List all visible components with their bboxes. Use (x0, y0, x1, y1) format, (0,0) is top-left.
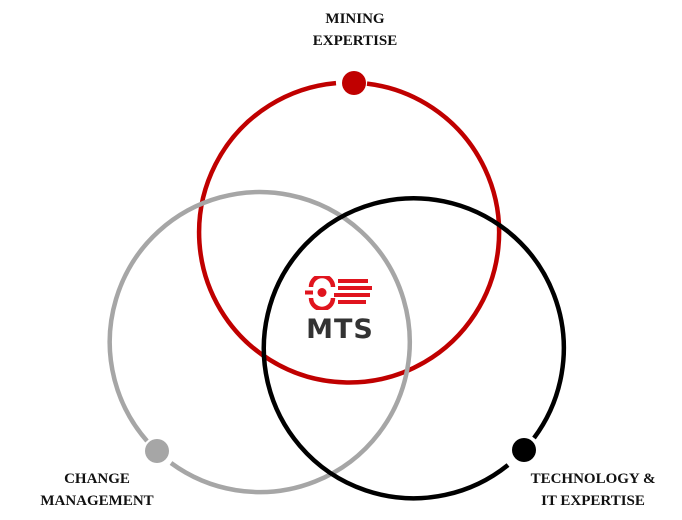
mining-expertise-dot (342, 71, 366, 95)
label-mining-line1: MINING (325, 11, 385, 27)
label-technology-line1: TECHNOLOGY & (530, 471, 656, 487)
mts-logo: MTS (294, 276, 394, 348)
technology-dot (512, 438, 536, 462)
technology-circle (261, 196, 566, 501)
label-change-line1: CHANGE (64, 471, 130, 487)
label-change-management: CHANGE MANAGEMENT (12, 468, 182, 512)
label-change-line2: MANAGEMENT (40, 493, 154, 509)
mts-logo-text: MTS (306, 314, 374, 345)
label-technology-line2: IT EXPERTISE (541, 493, 645, 509)
label-technology-it-expertise: TECHNOLOGY & IT EXPERTISE (508, 468, 678, 512)
label-mining-expertise: MINING EXPERTISE (290, 8, 420, 52)
change-management-dot (145, 439, 169, 463)
change-management-circle (107, 189, 412, 495)
label-mining-line2: EXPERTISE (312, 33, 398, 49)
mining-expertise-circle (196, 80, 502, 385)
mts-logo-icon (305, 276, 372, 310)
